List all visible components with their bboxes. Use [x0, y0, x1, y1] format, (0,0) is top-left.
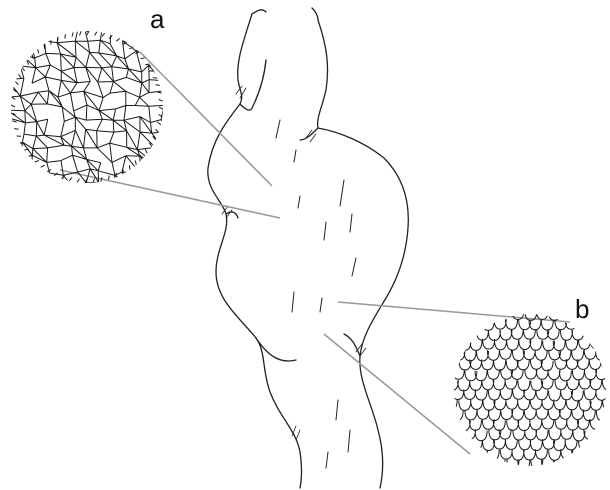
label-a: a	[150, 6, 164, 32]
stem-right-edge	[318, 20, 409, 488]
stem-mark-2	[294, 150, 296, 162]
stem-body	[208, 8, 408, 488]
leader-a-upper	[140, 52, 272, 186]
leader-lines	[60, 52, 570, 454]
stem-top-right	[312, 8, 318, 20]
stem-mark-9	[336, 400, 338, 420]
leader-a-lower	[60, 170, 280, 218]
callout-b-texture	[445, 310, 610, 481]
stem-top-left	[252, 10, 266, 14]
label-b: b	[575, 296, 589, 322]
stem-mark-3	[340, 180, 344, 206]
callout-b-scales	[445, 310, 610, 481]
stem-mark-7	[292, 292, 294, 312]
stem-mark-4	[350, 214, 352, 232]
stem-left-edge	[208, 14, 302, 488]
stem-mark-1	[276, 120, 280, 138]
callout-a-texture	[6, 25, 181, 200]
stem-mark-11	[326, 452, 328, 468]
leader-b-lower	[324, 334, 470, 454]
callout-a-network	[6, 25, 181, 200]
stem-mark-5	[324, 222, 326, 240]
stem-fold-1	[240, 60, 266, 110]
stem-mark-10	[348, 430, 350, 452]
stem-mark-6	[352, 258, 356, 276]
stem-mark-8	[320, 298, 322, 312]
leader-b-upper	[338, 302, 570, 322]
stem-mark-12	[298, 196, 300, 208]
